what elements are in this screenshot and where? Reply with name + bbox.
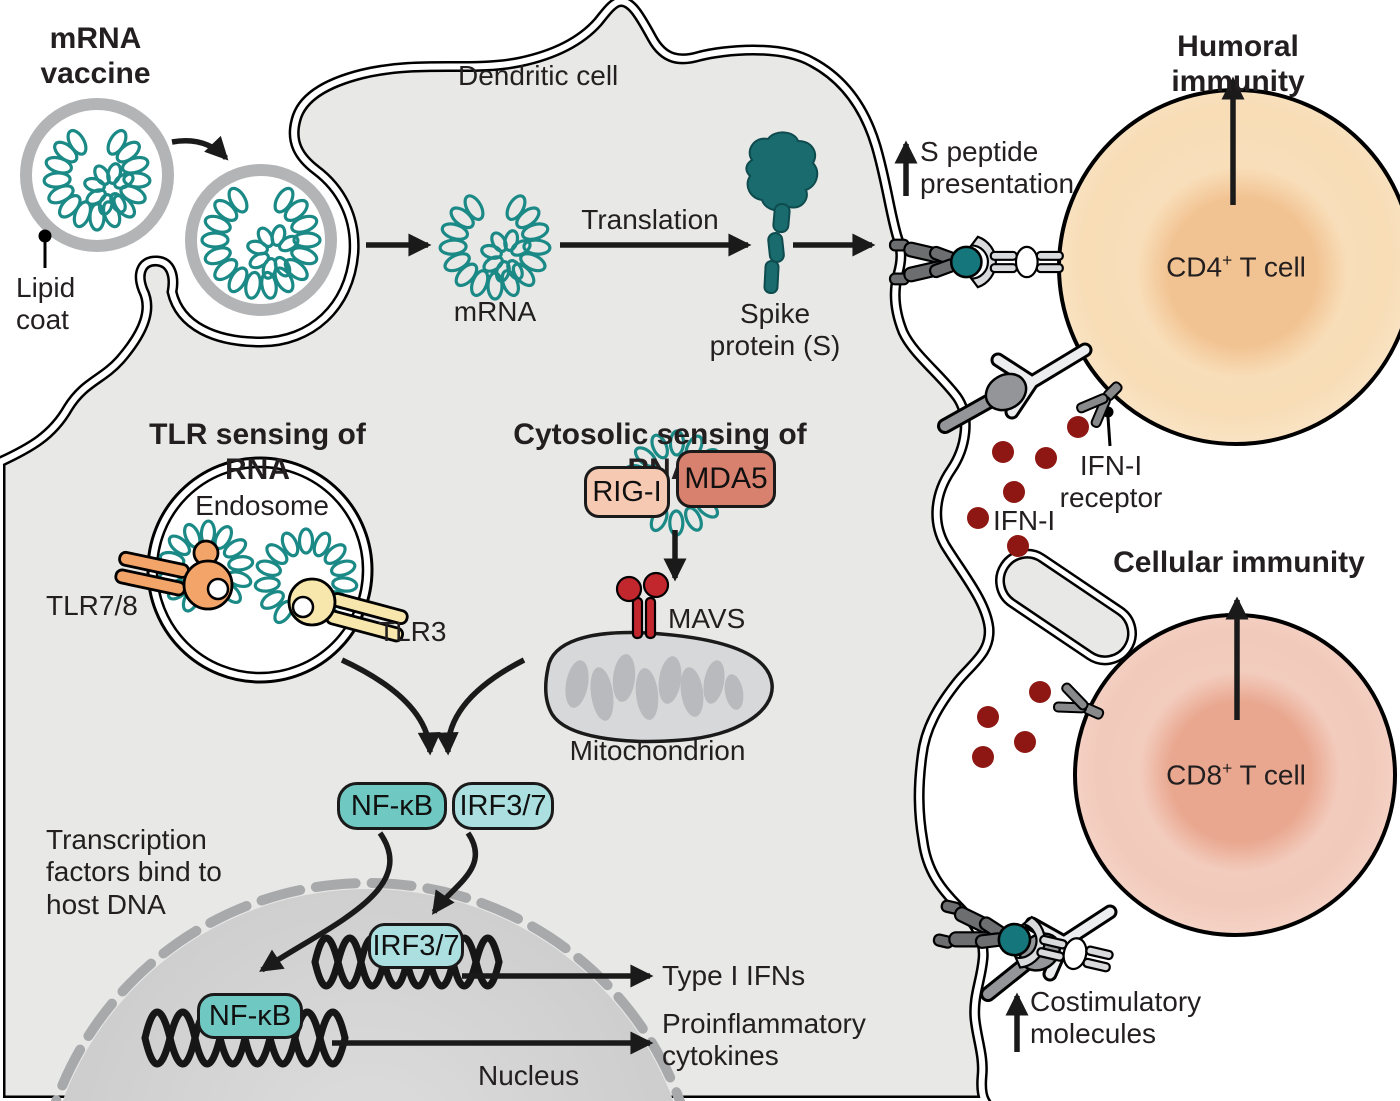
label-cd4-t-cell: CD4+ T cell (1166, 250, 1306, 283)
mavs-protein (615, 571, 670, 640)
mda5-box: MDA5 (676, 450, 776, 508)
rigi-box: RIG-I (584, 466, 670, 518)
irf37-box: IRF3/7 (452, 782, 554, 830)
label-mitochondrion: Mitochondrion (569, 735, 746, 766)
label-costimulatory: Costimulatory molecules (1030, 986, 1202, 1050)
cd4-t-cell (1057, 88, 1400, 446)
label-endosome: Endosome (195, 490, 329, 521)
label-mrna: mRNA (453, 296, 537, 327)
ifn1-receptor-cd8 (1052, 682, 1105, 720)
label-ifn1: IFN-I (993, 505, 1056, 536)
label-type1-ifns: Type I IFNs (662, 960, 806, 991)
label-spike-protein: Spike protein (S) (709, 298, 841, 362)
label-tlr3: TLR3 (378, 616, 447, 647)
ifn1-molecules (967, 416, 1089, 768)
label-proinflammatory: Proinflammatory cytokines (662, 1008, 866, 1072)
tlr78-receptor (114, 539, 234, 611)
label-mrna-vaccine: mRNA vaccine (40, 22, 151, 90)
label-lipid-coat: Lipid coat (16, 272, 76, 336)
label-cellular-immunity: Cellular immunity (1113, 546, 1365, 579)
irf37-nucleus-box: IRF3/7 (368, 923, 464, 969)
lipid-coat-pointer (38, 229, 52, 268)
label-translation: Translation (581, 204, 719, 235)
mitochondrion (544, 630, 774, 744)
tlr3-receptor (287, 577, 409, 643)
nuclear-envelope (50, 878, 686, 1101)
label-tlr78: TLR7/8 (46, 590, 138, 621)
label-dendritic-cell: Dendritic cell (458, 60, 619, 91)
label-ifn1-receptor: IFN-I receptor (1059, 450, 1163, 514)
label-cd8-t-cell: CD8+ T cell (1166, 758, 1306, 791)
label-tlr-sensing-heading: TLR sensing of RNA (149, 418, 366, 486)
label-transcription-note: Transcription factors bind to host DNA (46, 824, 222, 920)
nfkb-box: NF-κB (337, 782, 447, 830)
flow-arrows (171, 76, 1249, 1055)
label-mavs: MAVS (668, 603, 746, 634)
nfkb-nucleus-box: NF-κB (197, 993, 303, 1039)
spike-protein (745, 131, 819, 295)
ifn1-receptor-cd4 (1076, 381, 1123, 428)
label-nucleus: Nucleus (478, 1060, 580, 1091)
mhc-tcr-complex-cd4 (888, 235, 1065, 289)
label-s-peptide-presentation: S peptide presentation (920, 136, 1075, 200)
label-humoral-immunity: Humoral immunity (1171, 30, 1305, 98)
costimulatory-pair-cd4 (937, 342, 1093, 434)
dendritic-cell-pseudopod (995, 548, 1137, 666)
